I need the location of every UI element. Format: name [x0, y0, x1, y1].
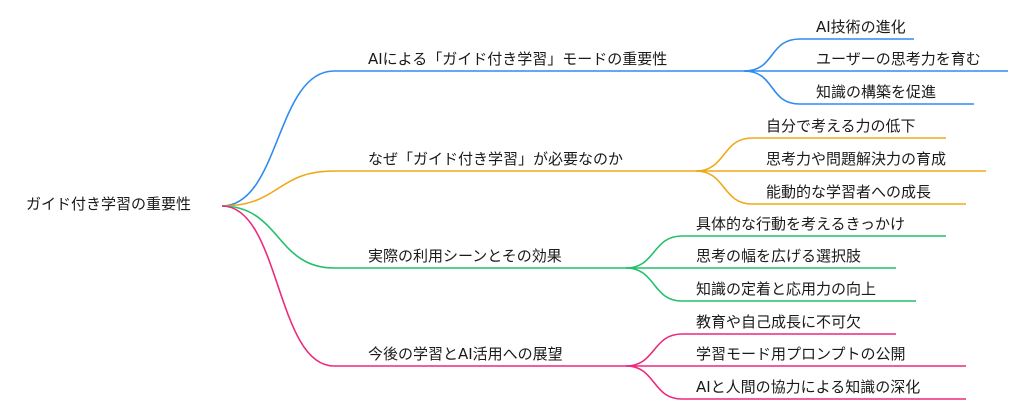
branch-3-child-2: 思考の幅を広げる選択肢 [696, 247, 862, 265]
connector-branch-2-child-3 [695, 170, 753, 205]
connector-root-to-branch-2 [221, 170, 335, 207]
branch-connectors-3 [221, 205, 946, 302]
connector-branch-1-child-1 [743, 38, 801, 72]
branch-3-label: 実際の利用シーンとその効果 [368, 247, 562, 265]
branch-connectors-4 [221, 205, 966, 400]
connector-branch-4-child-1 [625, 333, 683, 367]
branch-2-label: なぜ「ガイド付き学習」が必要なのか [368, 150, 624, 168]
branch-2-child-1: 自分で考える力の低下 [766, 117, 916, 135]
connector-branch-3-child-1 [625, 235, 683, 269]
connector-root-to-branch-4 [221, 205, 335, 367]
root-node: ガイド付き学習の重要性 [26, 195, 192, 213]
connector-branch-4-child-3 [625, 365, 683, 400]
branch-connectors-2 [221, 137, 986, 207]
branch-connectors-1 [221, 38, 1008, 207]
branch-3-child-3: 知識の定着と応用力の向上 [696, 280, 877, 298]
branch-1-child-3: 知識の構築を促進 [816, 83, 937, 101]
branch-1-child-1: AI技術の進化 [816, 18, 906, 36]
connector-root-to-branch-3 [221, 205, 335, 269]
connector-branch-3-child-3 [625, 267, 683, 302]
branch-3-child-1: 具体的な行動を考えるきっかけ [696, 215, 905, 233]
branch-2-child-2: 思考力や問題解決力の育成 [766, 150, 947, 168]
connector-branch-2-child-1 [695, 137, 753, 172]
branch-1-child-2: ユーザーの思考力を育む [816, 50, 981, 68]
branch-4-label: 今後の学習とAI活用への展望 [368, 345, 563, 363]
connector-branch-1-child-3 [743, 70, 801, 105]
branch-4-child-2: 学習モード用プロンプトの公開 [696, 345, 906, 363]
branch-4-child-1: 教育や自己成長に不可欠 [696, 313, 862, 331]
branch-2-child-3: 能動的な学習者への成長 [766, 183, 932, 201]
branch-1-label: AIによる「ガイド付き学習」モードの重要性 [368, 50, 668, 68]
connector-root-to-branch-1 [221, 70, 335, 207]
branch-4-child-3: AIと人間の協力による知識の深化 [696, 378, 921, 396]
